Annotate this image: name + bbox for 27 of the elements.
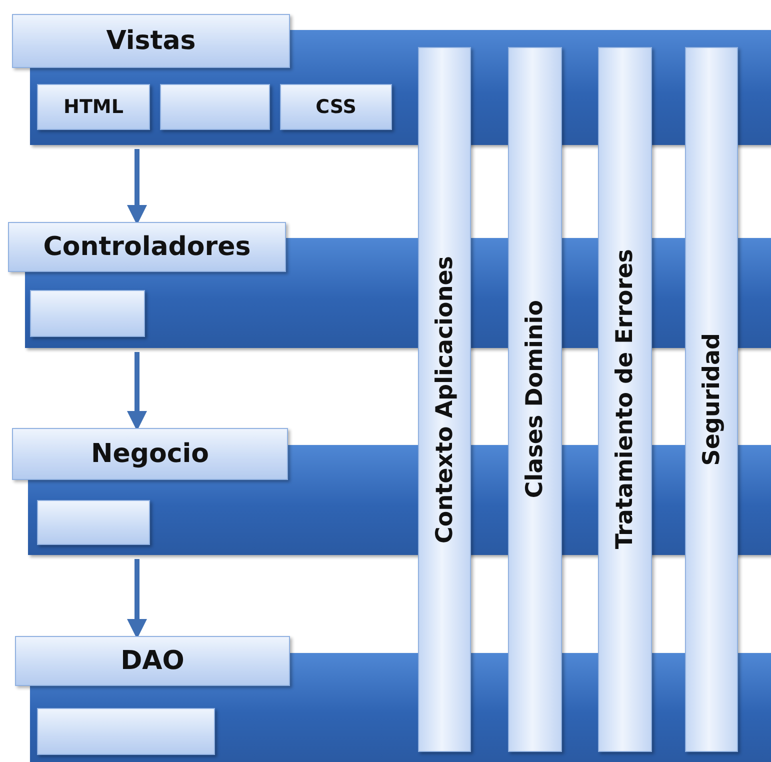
column-label: Tratamiento de Errores xyxy=(612,249,638,550)
layer-title-box xyxy=(8,222,286,272)
technology-box xyxy=(280,84,392,130)
cross-cutting-column xyxy=(598,47,652,752)
arrow xyxy=(127,352,147,431)
technology-box xyxy=(160,84,270,130)
cross-cutting-column xyxy=(508,47,562,752)
column-label: Seguridad xyxy=(698,333,724,466)
arrow xyxy=(127,149,147,225)
layer-title: Negocio xyxy=(90,439,210,469)
technology-box xyxy=(30,290,145,337)
technology-box xyxy=(37,84,150,130)
cross-cutting-column xyxy=(685,47,738,752)
arrow xyxy=(127,559,147,639)
layer-title-box xyxy=(15,636,290,686)
layer-title-box xyxy=(12,428,288,480)
technology-box xyxy=(37,500,150,545)
technology-box xyxy=(37,708,215,755)
layer-title: DAO xyxy=(120,646,184,676)
column-label: Clases Dominio xyxy=(522,300,548,499)
layer-title: Vistas xyxy=(106,26,196,56)
technology-label: HTML xyxy=(64,96,124,118)
layer-title: Controladores xyxy=(43,232,251,262)
cross-cutting-column xyxy=(418,47,471,752)
layer-title-box xyxy=(12,14,290,68)
column-label: Contexto Aplicaciones xyxy=(432,256,458,544)
technology-label: CSS xyxy=(316,96,356,118)
